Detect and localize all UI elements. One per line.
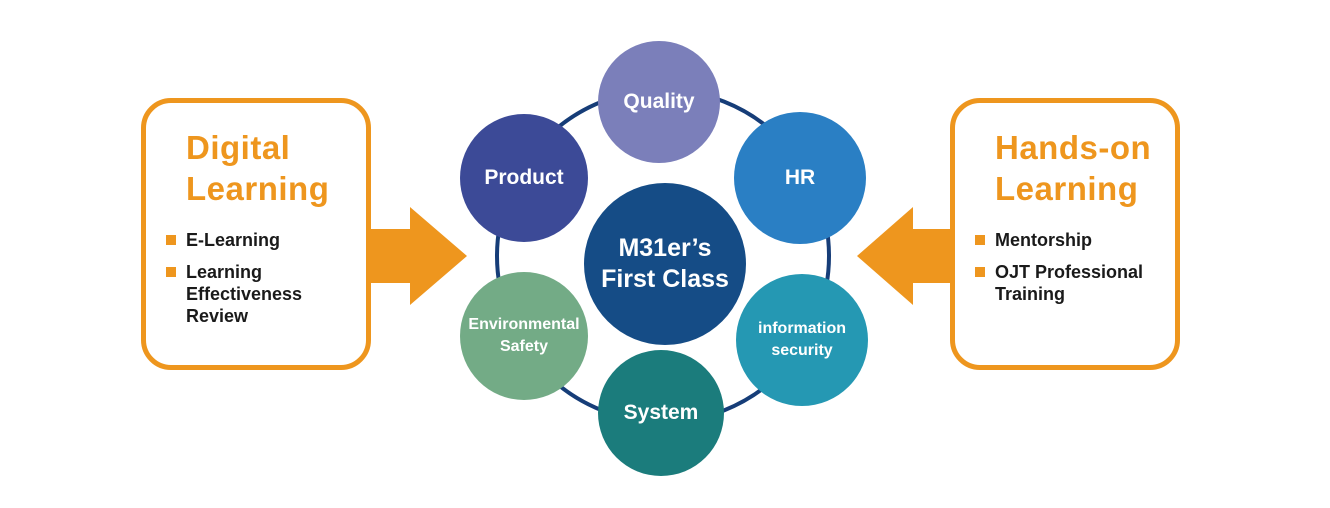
hands-on-learning-list: Mentorship OJT Professional Training (975, 229, 1143, 315)
center-label-line2: First Class (601, 265, 729, 293)
information-security-circle: information security (736, 274, 868, 406)
list-item-label: Mentorship (995, 230, 1092, 250)
digital-learning-title-line2: Learning (186, 170, 330, 207)
digital-learning-list: E-Learning Learning Effectiveness Review (166, 229, 302, 337)
square-bullet-icon (166, 235, 176, 245)
list-item-label-line1: OJT Professional (995, 262, 1144, 282)
hr-circle: HR (734, 112, 866, 244)
information-security-label-line2: security (771, 342, 833, 359)
square-bullet-icon (975, 267, 985, 277)
hands-on-learning-title-line2: Learning (995, 170, 1139, 207)
product-label: Product (484, 166, 564, 189)
list-item-learning-effectiveness-review: Learning Effectiveness Review (166, 261, 302, 327)
digital-learning-panel: Digital Learning E-Learning Learning Eff… (141, 98, 371, 370)
hr-label: HR (784, 166, 816, 189)
quality-circle: Quality (598, 41, 720, 163)
hands-on-learning-panel: Hands-on Learning Mentorship OJT Profess… (950, 98, 1180, 370)
list-item-ojt-professional-training: OJT Professional Training (975, 261, 1143, 305)
list-item-mentorship: Mentorship (975, 229, 1143, 251)
product-circle: Product (460, 114, 588, 242)
center-circle: M31er’s First Class (584, 183, 746, 345)
center-label-line1: M31er’s (618, 234, 712, 262)
digital-learning-title-line1: Digital (186, 129, 291, 166)
quality-label: Quality (623, 90, 695, 113)
hands-on-learning-title-line1: Hands-on (995, 129, 1152, 166)
list-item-label-line2: Effectiveness (186, 284, 303, 304)
digital-learning-title: Digital Learning (186, 127, 329, 209)
environmental-safety-label-line2: Safety (499, 338, 548, 355)
square-bullet-icon (975, 235, 985, 245)
information-security-label-line1: information (758, 320, 846, 337)
system-label: System (623, 401, 699, 424)
environmental-safety-circle: Environmental Safety (460, 272, 588, 400)
list-item-label-line3: Review (186, 306, 249, 326)
list-item-label-line1: Learning (186, 262, 263, 282)
list-item-label: E-Learning (186, 230, 281, 250)
list-item-label-line2: Training (995, 284, 1066, 304)
list-item-e-learning: E-Learning (166, 229, 302, 251)
environmental-safety-label-line1: Environmental (468, 316, 580, 333)
system-circle: System (598, 350, 724, 476)
hands-on-learning-title: Hands-on Learning (995, 127, 1151, 209)
square-bullet-icon (166, 267, 176, 277)
